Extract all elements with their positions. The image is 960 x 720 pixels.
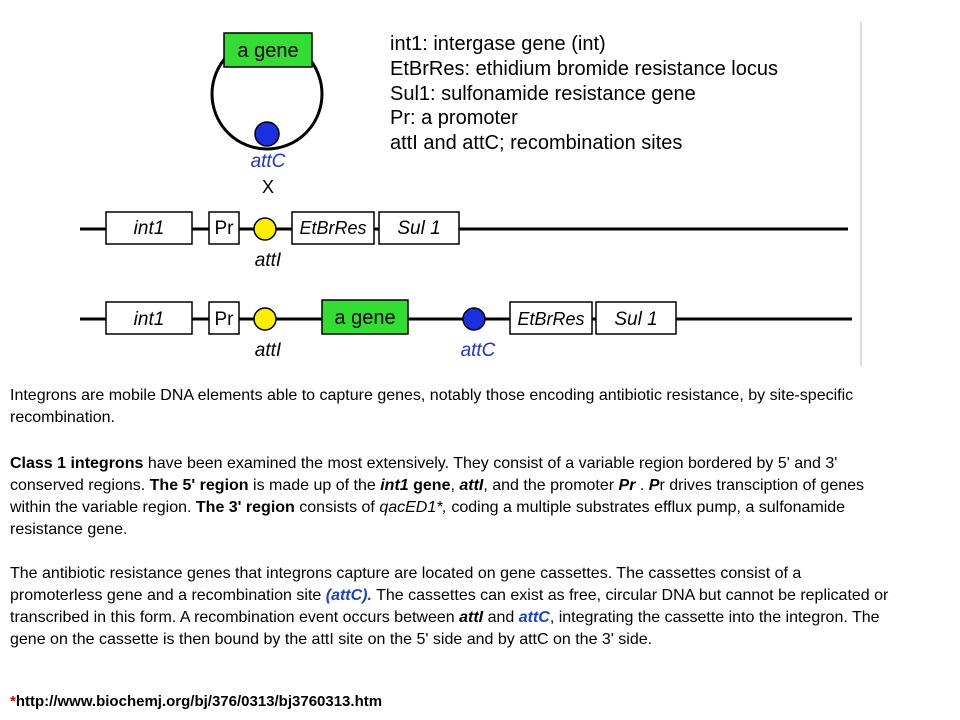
reference-url[interactable]: http://www.biochemj.org/bj/376/0313/bj37… bbox=[15, 693, 383, 710]
cassette-gene-box bbox=[223, 32, 313, 68]
integrated-gene-box bbox=[321, 299, 409, 335]
term-5prime: The 5' region bbox=[149, 477, 249, 494]
sul1-box bbox=[378, 211, 460, 245]
int1-gene-box bbox=[105, 211, 193, 245]
body-text: , bbox=[450, 477, 460, 494]
legend-item: Sul1: sulfonamide resistance gene bbox=[390, 83, 696, 105]
atti-site bbox=[253, 217, 277, 241]
body-text: . bbox=[635, 477, 649, 494]
term-class1: Class 1 integrons bbox=[10, 455, 144, 472]
sul1-label: Sul 1 bbox=[397, 218, 440, 239]
atti-label: attI bbox=[255, 250, 282, 271]
recombination-cross-label: X bbox=[262, 177, 274, 197]
etbrres-box bbox=[291, 211, 375, 245]
term-attc: (attC). bbox=[325, 587, 372, 604]
body-text: is made up of the bbox=[248, 477, 381, 494]
integron-row-before: int1 Pr attI EtBrRes Sul 1 bbox=[80, 211, 848, 271]
etbrres-label: EtBrRes bbox=[517, 309, 584, 329]
atti-label: attI bbox=[255, 340, 282, 361]
legend-item: EtBrRes: ethidium bromide resistance loc… bbox=[390, 58, 778, 80]
cassette-attc-site bbox=[254, 121, 280, 147]
body-text: coding a multiple substrates efflux pump… bbox=[10, 499, 846, 538]
body-text: , and the promoter bbox=[483, 477, 619, 494]
int1-label: int1 bbox=[134, 218, 165, 239]
cassette-gene-label: a gene bbox=[237, 40, 298, 62]
free-cassette: a gene attC X bbox=[210, 32, 324, 197]
intro-paragraph: Integrons are mobile DNA elements able t… bbox=[10, 385, 890, 429]
legend-item: Pr: a promoter bbox=[390, 107, 518, 129]
int1-gene-box bbox=[105, 301, 193, 335]
term-p: P bbox=[648, 477, 660, 494]
term-int1: int1 bbox=[380, 477, 409, 494]
term-gene: gene bbox=[408, 477, 451, 494]
cassette-text: The antibiotic resistance genes that int… bbox=[10, 563, 890, 651]
integrated-gene-label: a gene bbox=[334, 307, 395, 329]
intro-text: Integrons are mobile DNA elements able t… bbox=[10, 387, 854, 426]
body-text: and bbox=[483, 609, 519, 626]
etbrres-label: EtBrRes bbox=[299, 218, 366, 238]
legend: int1: intergase gene (int) EtBrRes: ethi… bbox=[390, 33, 778, 154]
promoter-label: Pr bbox=[215, 218, 235, 239]
body-text: The cassettes can exist as free, circula… bbox=[10, 587, 889, 626]
cassette-paragraph: The antibiotic resistance genes that int… bbox=[10, 563, 890, 651]
promoter-box bbox=[208, 211, 240, 245]
int1-label: int1 bbox=[134, 309, 165, 330]
promoter-label: Pr bbox=[215, 309, 235, 330]
class1-paragraph: Class 1 integrons have been examined the… bbox=[10, 453, 890, 541]
attc-label: attC bbox=[461, 340, 496, 361]
body-text: have been examined the most extensively.… bbox=[10, 455, 838, 494]
integron-row-after: int1 Pr attI a gene attC EtBrRes Sul 1 bbox=[80, 299, 852, 361]
promoter-box bbox=[208, 301, 240, 335]
body-text: The antibiotic resistance genes that int… bbox=[10, 565, 802, 604]
term-atti: attI bbox=[459, 609, 484, 626]
integron-diagram: a gene attC X int1: intergase gene (int)… bbox=[80, 22, 862, 366]
body-text: r drives transciption of genes within th… bbox=[10, 477, 865, 516]
sul1-box bbox=[595, 301, 677, 335]
reference-link[interactable]: *http://www.biochemj.org/bj/376/0313/bj3… bbox=[10, 693, 382, 710]
reference-asterisk: * bbox=[10, 693, 16, 710]
sul1-label: Sul 1 bbox=[614, 309, 657, 330]
attc-site bbox=[462, 307, 486, 331]
term-pr: Pr bbox=[618, 477, 636, 494]
etbrres-box bbox=[509, 301, 593, 335]
term-3prime: The 3' region bbox=[195, 499, 295, 516]
term-qacED1: qacED1*, bbox=[379, 499, 447, 516]
legend-item: int1: intergase gene (int) bbox=[390, 33, 606, 55]
term-atti: attI bbox=[459, 477, 484, 494]
legend-item: attI and attC; recombination sites bbox=[390, 132, 682, 154]
term-attc: attC bbox=[518, 609, 550, 626]
cassette-attc-label: attC bbox=[251, 151, 286, 172]
body-text: , integrating the cassette into the inte… bbox=[10, 609, 880, 648]
atti-site bbox=[253, 307, 277, 331]
body-text: consists of bbox=[294, 499, 380, 516]
class1-text: Class 1 integrons have been examined the… bbox=[10, 453, 890, 541]
